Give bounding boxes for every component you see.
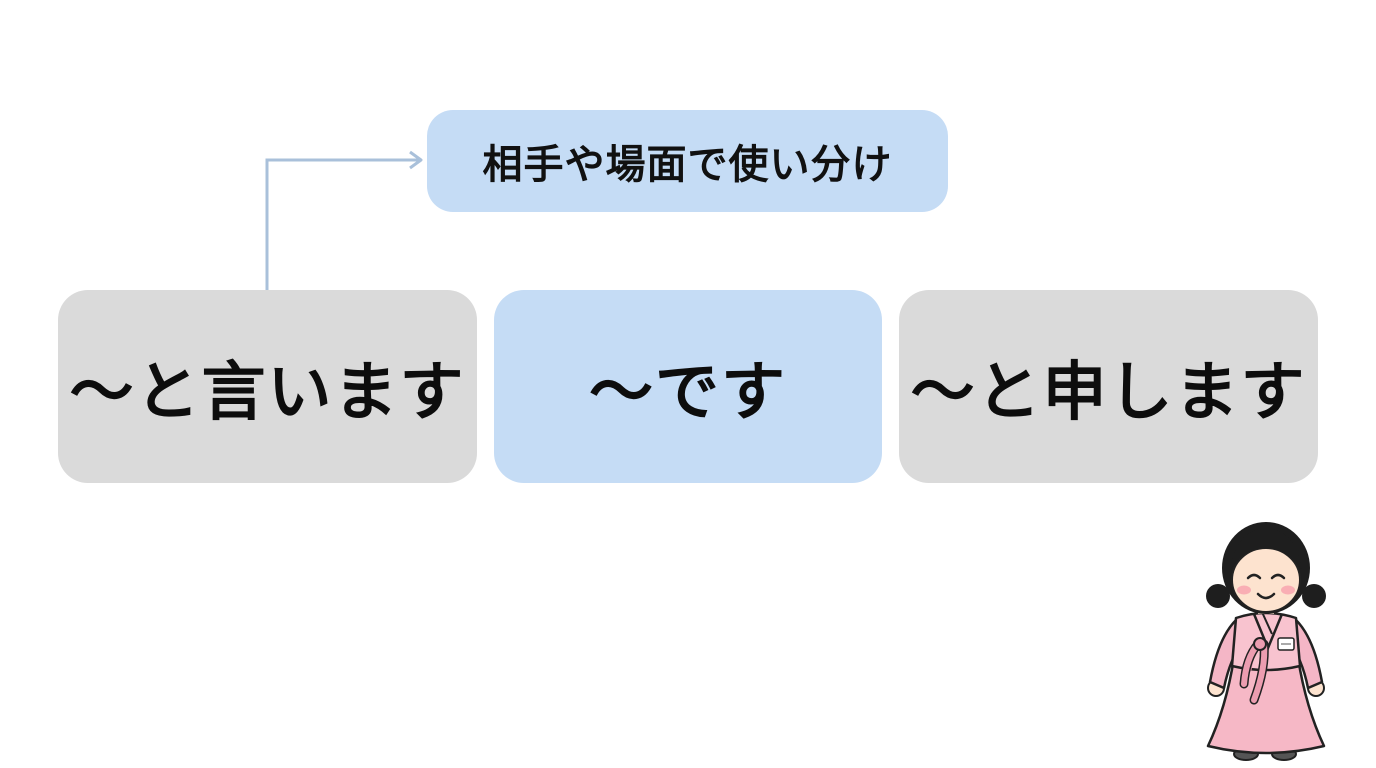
desu-label: 〜です xyxy=(589,355,787,430)
desu-box: 〜です xyxy=(494,290,882,483)
usage-note-box: 相手や場面で使い分け xyxy=(427,110,948,212)
usage-note-label: 相手や場面で使い分け xyxy=(482,142,893,188)
to-iimasu-label: 〜と言います xyxy=(69,355,466,430)
to-moushimasu-box: 〜と申します xyxy=(899,290,1318,483)
to-iimasu-box: 〜と言います xyxy=(58,290,477,483)
to-moushimasu-label: 〜と申します xyxy=(910,355,1307,430)
hanbok-girl-illustration xyxy=(1206,522,1326,761)
